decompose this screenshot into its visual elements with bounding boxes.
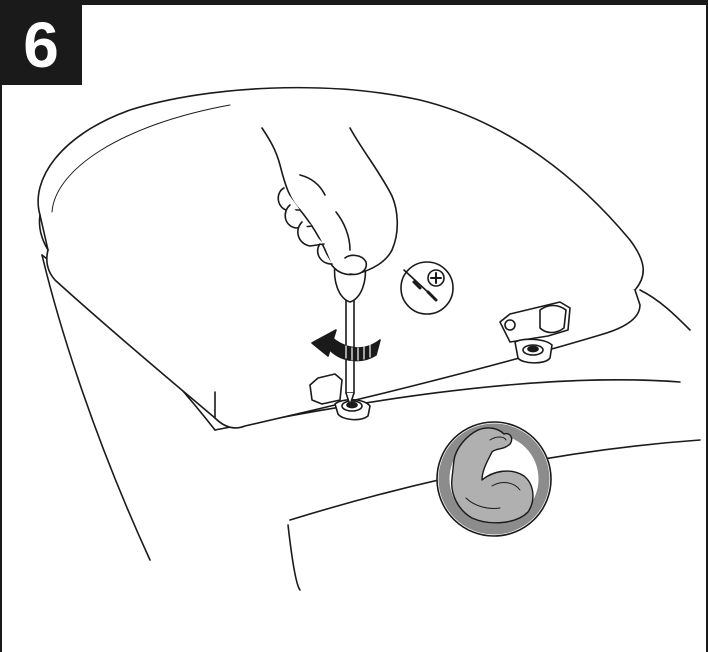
right-hinge xyxy=(499,301,571,364)
phillips-screwdriver-icon xyxy=(400,261,454,315)
clockwise-rotation-arrow-icon xyxy=(311,329,381,362)
step-number-badge: 6 xyxy=(0,5,82,85)
flexed-arm-icon xyxy=(436,421,552,537)
hand xyxy=(261,127,399,276)
step-number: 6 xyxy=(23,9,59,81)
